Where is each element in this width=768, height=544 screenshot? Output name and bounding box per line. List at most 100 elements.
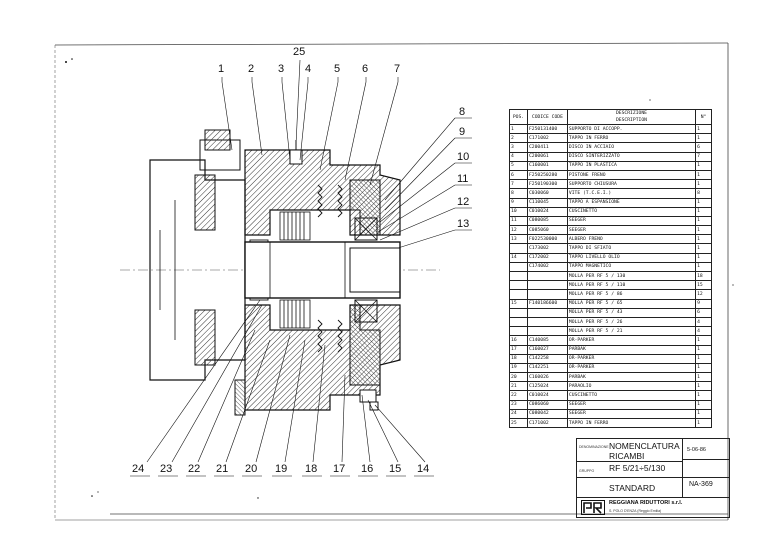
cell-qty: 1 <box>695 261 712 273</box>
cell-pos: 10 <box>509 206 528 217</box>
cell-qty: 6 <box>695 142 712 153</box>
cell-qty: 1 <box>695 206 712 217</box>
cell-qty: 1 <box>695 408 712 420</box>
cell-description: SEEGER <box>566 215 697 227</box>
callout-21: 21 <box>216 463 229 475</box>
cell-pos: 19 <box>509 362 528 374</box>
cell-qty: 1 <box>695 234 712 245</box>
cell-qty: 1 <box>695 197 712 208</box>
header-qty: N° <box>695 109 712 125</box>
cell-description: PISTONE FRENO <box>566 169 697 181</box>
cell-qty: 1 <box>695 179 712 190</box>
date-text: 5-06-86 <box>687 447 706 453</box>
cell-code: C080085 <box>526 215 568 227</box>
cell-pos: 18 <box>509 353 528 364</box>
cell-qty: 1 <box>695 381 712 392</box>
cell-description: MOLLA PER RF 5 / 110 <box>566 280 697 291</box>
cell-pos: 2 <box>509 133 528 144</box>
cell-code: C171002 <box>526 417 568 429</box>
cell-pos <box>509 307 528 318</box>
cell-pos: 23 <box>509 399 528 410</box>
cell-pos: 21 <box>509 381 528 392</box>
cell-code: C173002 <box>526 243 568 254</box>
version-text: STANDARD <box>609 483 656 493</box>
cell-description: DISCO SINTERIZZATO <box>566 151 697 162</box>
cell-code: C125024 <box>526 381 568 392</box>
cell-description: MOLLA PER RF 5 / 43 <box>566 307 697 318</box>
cell-pos: 4 <box>509 151 528 162</box>
cell-pos: 14 <box>509 252 528 263</box>
callout-24: 24 <box>132 463 145 475</box>
callout-17: 17 <box>333 463 346 475</box>
cell-qty: 1 <box>695 215 712 227</box>
callout-1: 1 <box>218 63 225 75</box>
callout-25: 25 <box>293 46 306 58</box>
callout-7: 7 <box>394 63 401 75</box>
company-name: REGGIANA RIDUTTORI s.r.l. <box>609 500 683 506</box>
cell-qty: 1 <box>695 243 712 254</box>
cell-qty: 15 <box>695 280 712 291</box>
cell-qty: 1 <box>695 362 712 374</box>
cell-pos: 16 <box>509 335 528 346</box>
cell-code: C110045 <box>526 197 568 208</box>
cell-code: C142251 <box>526 362 568 374</box>
cell-code: C160027 <box>526 344 568 355</box>
cell-qty: 1 <box>695 417 712 429</box>
cell-code: C085060 <box>526 225 568 236</box>
cell-description: SEEGER <box>566 399 697 410</box>
cell-pos: 6 <box>509 169 528 181</box>
callout-10: 10 <box>457 151 470 163</box>
header-pos: POS. <box>509 109 528 125</box>
cell-description: ALBERO FRENO <box>566 234 697 245</box>
title-nomenclatura: NOMENCLATURA <box>609 441 680 451</box>
cell-description: PARBAK <box>566 372 697 383</box>
callout-18: 18 <box>305 463 318 475</box>
callout-20: 20 <box>245 463 258 475</box>
cell-description: MOLLA PER RF 5 / 26 <box>566 316 697 328</box>
callout-4: 4 <box>305 63 312 75</box>
cell-code: F250250280 <box>526 169 568 181</box>
cell-pos: 20 <box>509 372 528 383</box>
cell-code: C160026 <box>526 372 568 383</box>
callout-9: 9 <box>459 126 466 138</box>
cell-description: MOLLA PER RF 5 / 86 <box>566 289 697 300</box>
cell-qty: 1 <box>695 353 712 364</box>
cell-pos <box>509 280 528 291</box>
cell-qty: 6 <box>695 307 712 318</box>
cell-code: F250131400 <box>526 123 568 135</box>
cell-code <box>526 280 568 291</box>
cell-description: DISCO IN ACCIAIO <box>566 142 697 153</box>
callout-22: 22 <box>188 463 201 475</box>
cell-description: TAPPO IN FERRO <box>566 133 697 144</box>
cell-code: C030060 <box>526 188 568 199</box>
header-code: CODICE CODE <box>526 109 568 125</box>
title-ricambi: RICAMBI <box>609 451 645 461</box>
cell-qty: 9 <box>695 298 712 309</box>
cell-description: TAPPO IN PLASTICA <box>566 160 697 171</box>
cell-description: OR-PARKER <box>566 335 697 346</box>
cell-description: MOLLA PER RF 5 / 65 <box>566 298 697 309</box>
cell-code: C160001 <box>526 160 568 171</box>
callout-13: 13 <box>457 218 470 230</box>
cell-code: C171002 <box>526 133 568 144</box>
cell-pos <box>509 289 528 300</box>
callout-19: 19 <box>275 463 288 475</box>
cell-qty: 1 <box>695 335 712 346</box>
cell-qty: 4 <box>695 326 712 337</box>
callout-2: 2 <box>248 63 255 75</box>
cell-qty: 1 <box>695 169 712 181</box>
